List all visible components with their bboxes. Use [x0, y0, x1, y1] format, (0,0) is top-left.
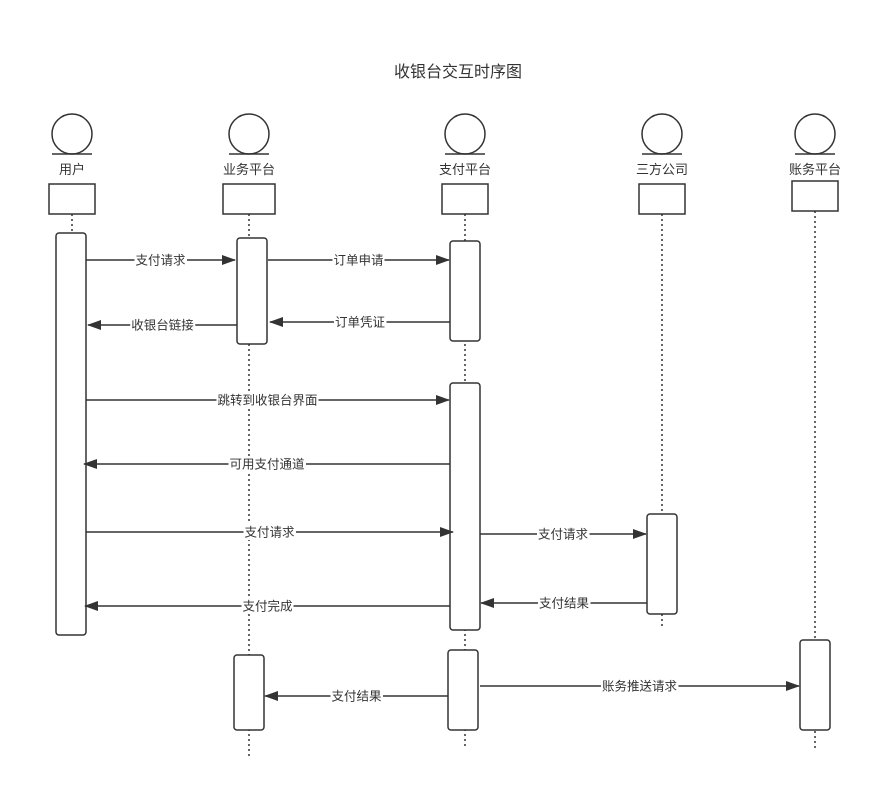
activation-bar	[233, 654, 265, 731]
activation-bar	[449, 382, 481, 631]
message-label: 支付请求	[244, 525, 295, 540]
actors: 用户 业务平台 支付平台 三方公司 账务平台	[48, 113, 841, 215]
actor-head-icon	[51, 113, 93, 155]
message-label: 支付结果	[331, 689, 382, 704]
message-label-bg	[536, 526, 590, 542]
activation-bars	[55, 232, 831, 731]
message-label-bg	[228, 456, 306, 472]
activation-bar	[646, 513, 678, 615]
message-label: 订单凭证	[335, 315, 386, 330]
message-2: 订单申请	[268, 252, 450, 268]
actor-head-icon	[794, 113, 836, 155]
actor-box	[48, 183, 96, 215]
message-8: 支付请求	[480, 526, 647, 542]
message-6: 可用支付通道	[83, 456, 450, 472]
message-label: 订单申请	[333, 253, 383, 268]
message-label-bg	[332, 252, 385, 268]
actor-label: 业务平台	[223, 162, 275, 178]
actor-user: 用户	[48, 113, 96, 215]
actor-box	[222, 183, 276, 215]
message-label: 支付完成	[242, 599, 292, 614]
actor-pay: 支付平台	[439, 113, 491, 215]
message-label-bg	[600, 678, 679, 694]
messages: 支付请求订单申请订单凭证收银台链接跳转到收银台界面可用支付通道支付请求支付请求支…	[83, 252, 800, 704]
message-label: 支付结果	[539, 596, 590, 611]
message-label-bg	[330, 688, 383, 704]
actor-box	[791, 180, 839, 212]
message-label: 账务推送请求	[602, 679, 678, 694]
actor-label: 用户	[59, 162, 85, 178]
actor-box	[441, 183, 489, 215]
actor-biz: 业务平台	[222, 113, 276, 215]
activation-bar	[236, 237, 268, 345]
activation-bar	[447, 649, 479, 731]
message-12: 账务推送请求	[480, 678, 800, 694]
message-label-bg	[216, 392, 319, 408]
message-label: 可用支付通道	[229, 457, 305, 472]
activation-bar	[449, 240, 481, 342]
actor-third: 三方公司	[636, 113, 688, 215]
message-7: 支付请求	[86, 524, 454, 540]
message-label-bg	[130, 317, 196, 333]
message-9: 支付结果	[480, 595, 647, 611]
actor-box	[638, 183, 686, 215]
message-4: 收银台链接	[87, 317, 237, 333]
actor-label: 账务平台	[789, 162, 841, 178]
message-label-bg	[537, 595, 591, 611]
actor-label: 支付平台	[439, 163, 491, 178]
message-3: 订单凭证	[269, 314, 450, 330]
message-label: 收银台链接	[131, 318, 194, 333]
message-label: 支付请求	[538, 527, 589, 542]
diagram-title: 收银台交互时序图	[394, 62, 522, 81]
message-label-bg	[243, 524, 296, 540]
message-label-bg	[134, 252, 187, 268]
activation-bar	[799, 639, 831, 731]
activation-bar	[55, 232, 87, 636]
actor-label: 三方公司	[636, 162, 688, 178]
actor-head-icon	[228, 113, 270, 155]
lifelines	[71, 211, 816, 758]
message-label-bg	[241, 598, 294, 614]
actor-head-icon	[444, 113, 486, 155]
message-label: 跳转到收银台界面	[217, 393, 317, 408]
message-10: 支付完成	[84, 598, 450, 614]
message-5: 跳转到收银台界面	[86, 392, 450, 408]
message-label: 支付请求	[135, 253, 186, 268]
actor-acct: 账务平台	[789, 113, 841, 212]
message-11: 支付结果	[264, 688, 448, 704]
message-label-bg	[333, 314, 387, 330]
actor-head-icon	[641, 113, 683, 155]
message-1: 支付请求	[86, 252, 236, 268]
